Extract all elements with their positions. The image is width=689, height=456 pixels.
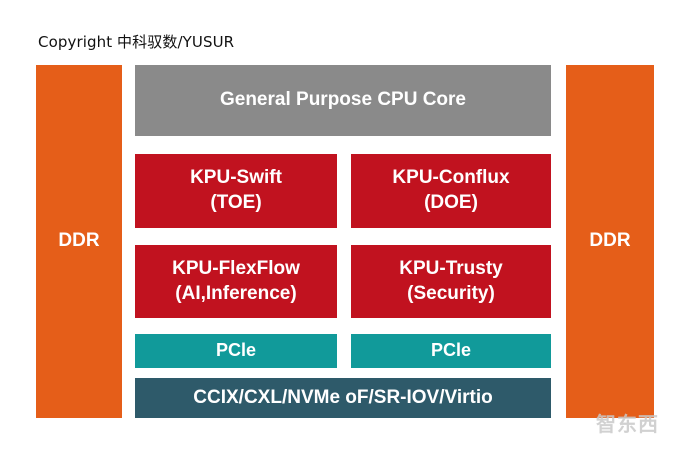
kpu-flexflow-block: KPU-FlexFlow (AI,Inference)	[135, 245, 337, 318]
kpu-flexflow-desc: (AI,Inference)	[175, 282, 297, 304]
watermark-logo: 智东西	[596, 412, 659, 436]
interconnect-label: CCIX/CXL/NVMe oF/SR-IOV/Virtio	[193, 386, 493, 408]
pcie-block-left: PCle	[135, 334, 337, 368]
pcie-right-label: PCle	[430, 340, 472, 361]
kpu-conflux-name: KPU-Conflux	[392, 167, 510, 189]
kpu-trusty-name: KPU-Trusty	[399, 257, 503, 279]
kpu-conflux-block: KPU-Conflux (DOE)	[351, 154, 551, 228]
pcie-left-label: PCle	[215, 340, 257, 361]
pcie-block-right: PCle	[351, 334, 551, 368]
kpu-swift-name: KPU-Swift	[190, 167, 282, 189]
cpu-core-label: General Purpose CPU Core	[219, 89, 467, 111]
kpu-trusty-desc: (Security)	[407, 282, 495, 304]
kpu-conflux-desc: (DOE)	[424, 192, 478, 213]
cpu-core-block: General Purpose CPU Core	[135, 65, 551, 136]
ddr-left-label: DDR	[58, 230, 100, 252]
kpu-swift-desc: (TOE)	[210, 192, 262, 213]
kpu-flexflow-name: KPU-FlexFlow	[172, 257, 300, 279]
ddr-right-label: DDR	[589, 230, 631, 252]
ddr-block-right: DDR	[566, 65, 654, 418]
kpu-trusty-block: KPU-Trusty (Security)	[351, 245, 551, 318]
copyright-text: Copyright 中科驭数/YUSUR	[38, 33, 235, 51]
interconnect-block: CCIX/CXL/NVMe oF/SR-IOV/Virtio	[135, 378, 551, 418]
ddr-block-left: DDR	[36, 65, 122, 418]
kpu-swift-block: KPU-Swift (TOE)	[135, 154, 337, 228]
